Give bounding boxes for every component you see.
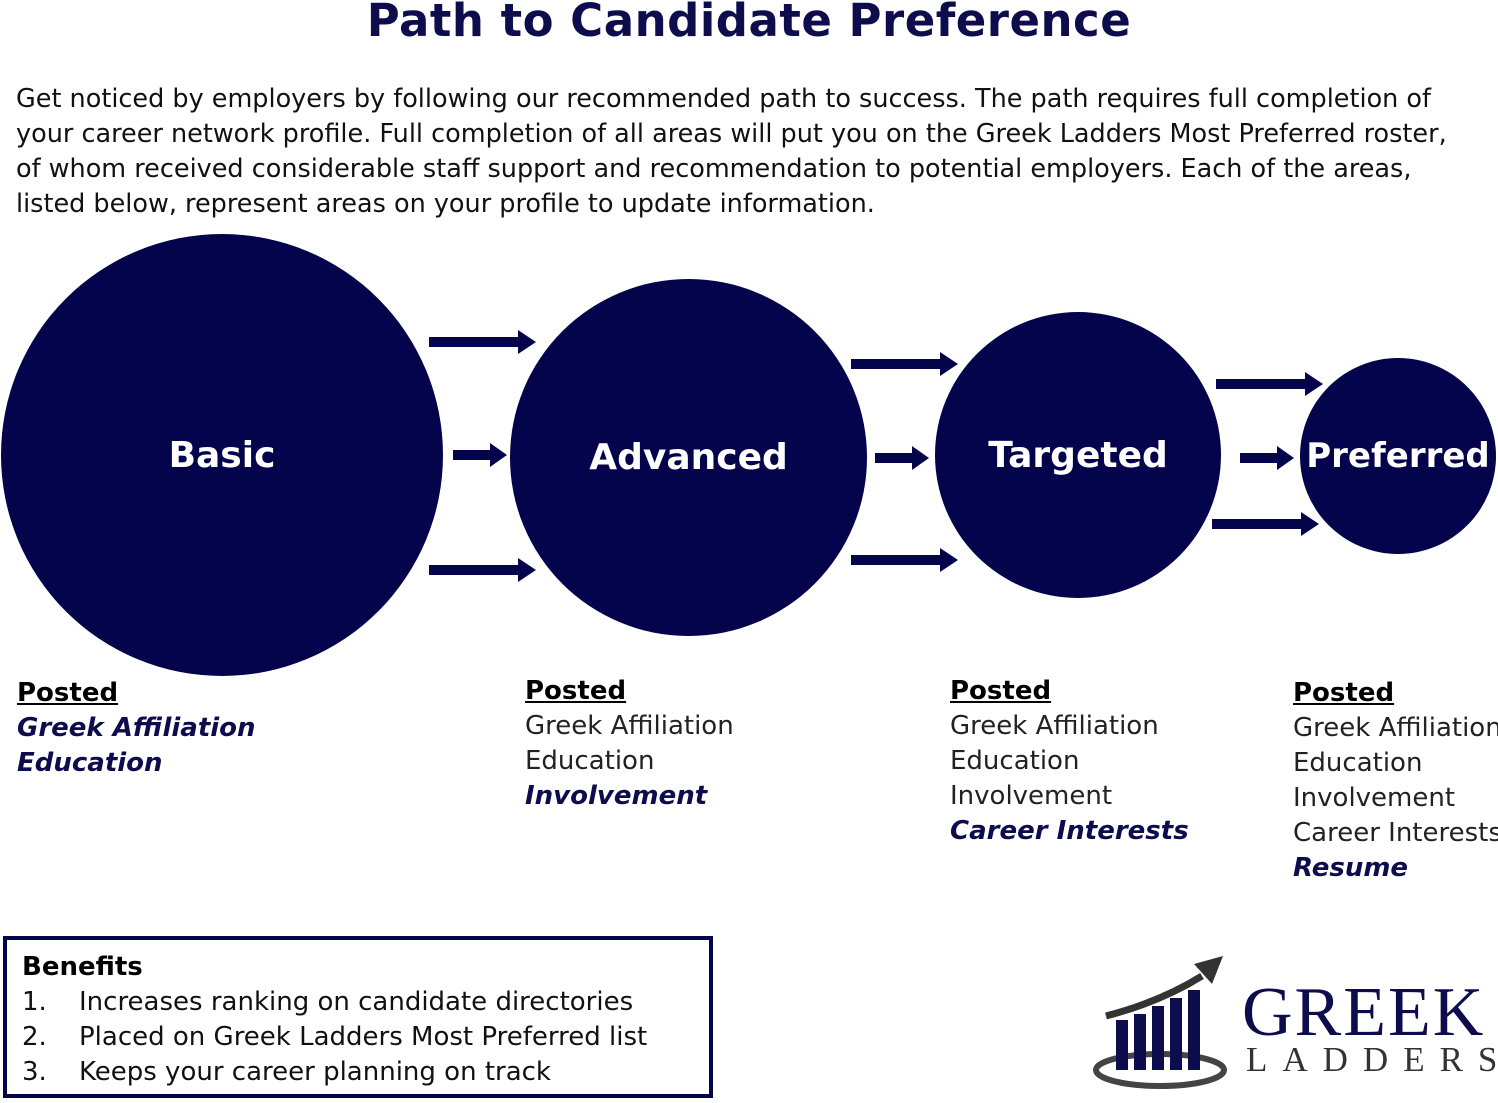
benefit-item: 2. Placed on Greek Ladders Most Preferred… xyxy=(22,1020,647,1055)
column-heading: Posted xyxy=(950,676,1052,706)
list-item: Involvement xyxy=(950,781,1113,811)
logo-word-greek: GREEK xyxy=(1242,974,1486,1051)
benefit-text: Increases ranking on candidate directori… xyxy=(79,987,634,1017)
stage-circle-advanced: Advanced xyxy=(510,279,867,636)
stage-column-targeted: Posted Greek Affiliation Education Invol… xyxy=(950,674,1189,849)
column-heading: Posted xyxy=(1293,678,1395,708)
new-item: Involvement xyxy=(525,781,708,811)
stage-column-basic: Posted Greek Affiliation Education xyxy=(17,676,256,781)
benefit-text: Keeps your career planning on track xyxy=(79,1057,551,1087)
benefits-box: Benefits 1. Increases ranking on candidat… xyxy=(3,936,713,1098)
stage-circle-preferred: Preferred xyxy=(1300,358,1496,554)
arrow-basic-advanced-top xyxy=(429,330,536,354)
intro-paragraph: Get noticed by employers by following ou… xyxy=(16,84,1447,219)
bar-chart-arrow-icon xyxy=(1093,956,1227,1089)
arrow-targeted-preferred-bottom xyxy=(1212,512,1319,536)
arrow-basic-advanced-mid xyxy=(453,443,507,467)
benefit-item: 1. Increases ranking on candidate directo… xyxy=(22,985,633,1020)
greek-ladders-logo: GREEK LADDERS xyxy=(1090,950,1498,1095)
new-item: Career Interests xyxy=(950,816,1189,846)
new-item: Education xyxy=(17,748,163,778)
list-item: Involvement xyxy=(1293,783,1456,813)
arrow-advanced-targeted-top xyxy=(851,352,958,376)
stage-label-preferred: Preferred xyxy=(1306,436,1490,476)
benefit-number: 2. xyxy=(22,1022,47,1052)
new-item: Greek Affiliation xyxy=(17,713,256,743)
list-item: Greek Affiliation xyxy=(1293,713,1498,743)
column-heading: Posted xyxy=(525,676,627,706)
list-item: Education xyxy=(950,746,1080,776)
stage-label-targeted: Targeted xyxy=(988,434,1168,476)
logo-word-ladders: LADDERS xyxy=(1246,1040,1498,1079)
list-item: Career Interests xyxy=(1293,818,1498,848)
benefit-item: 3. Keeps your career planning on track xyxy=(22,1055,551,1090)
page-title: Path to Candidate Preference xyxy=(366,0,1132,47)
benefits-heading: Benefits xyxy=(22,952,143,982)
arrow-advanced-targeted-mid xyxy=(875,446,929,470)
list-item: Education xyxy=(1293,748,1423,778)
column-heading: Posted xyxy=(17,678,119,708)
benefit-text: Placed on Greek Ladders Most Preferred l… xyxy=(79,1022,648,1052)
new-item: Resume xyxy=(1293,853,1409,883)
stage-circle-basic: Basic xyxy=(1,234,443,676)
arrow-basic-advanced-bottom xyxy=(429,558,536,582)
stage-column-preferred: Posted Greek Affiliation Education Invol… xyxy=(1293,676,1498,886)
stage-column-advanced: Posted Greek Affiliation Education Invol… xyxy=(525,674,734,814)
stage-label-basic: Basic xyxy=(168,434,276,476)
benefit-number: 3. xyxy=(22,1057,47,1087)
stage-circle-targeted: Targeted xyxy=(935,312,1221,598)
benefit-number: 1. xyxy=(22,987,47,1017)
arrow-advanced-targeted-bottom xyxy=(851,548,958,572)
arrow-targeted-preferred-top xyxy=(1216,372,1323,396)
list-item: Education xyxy=(525,746,655,776)
stage-label-advanced: Advanced xyxy=(589,437,788,478)
list-item: Greek Affiliation xyxy=(950,711,1159,741)
arrow-targeted-preferred-mid xyxy=(1240,446,1294,470)
list-item: Greek Affiliation xyxy=(525,711,734,741)
